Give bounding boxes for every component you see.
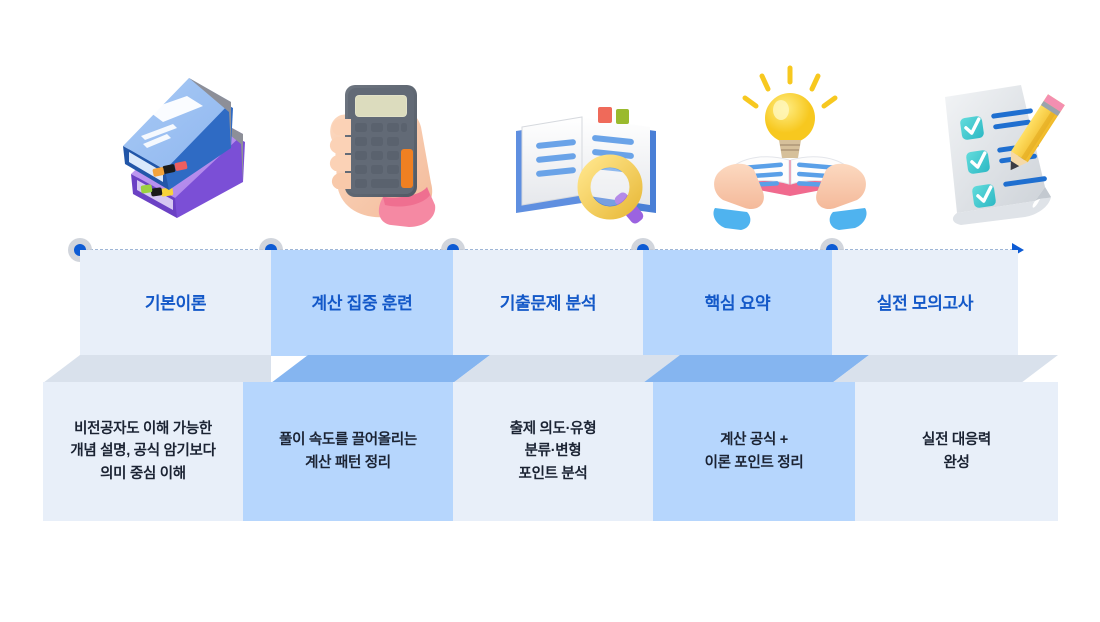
step-title-band: 기본이론 계산 집중 훈련 기출문제 분석 핵심 요약 실전 모의고사 bbox=[0, 250, 1100, 356]
step-icon-5 bbox=[892, 40, 1096, 230]
step-title-2: 계산 집중 훈련 bbox=[311, 293, 413, 313]
step-description-band: 비전공자도 이해 가능한 개념 설명, 공식 암기보다 의미 중심 이해 풀이 … bbox=[0, 382, 1100, 521]
step-icon-1 bbox=[76, 40, 280, 230]
step-title-5: 실전 모의고사 bbox=[876, 293, 974, 313]
step-top-face-4 bbox=[643, 355, 869, 383]
step-description-4: 계산 공식 + 이론 포인트 정리 bbox=[704, 431, 804, 471]
icon-row bbox=[0, 40, 1100, 230]
step-top-face-2 bbox=[271, 355, 490, 383]
step-description-5: 실전 대응력 완성 bbox=[922, 431, 991, 471]
step-desc-panel-2[interactable]: 풀이 속도를 끌어올리는 계산 패턴 정리 bbox=[243, 382, 453, 521]
step-desc-panel-4[interactable]: 계산 공식 + 이론 포인트 정리 bbox=[653, 382, 855, 521]
step-icon-2 bbox=[280, 40, 484, 230]
step-top-faces bbox=[0, 355, 1100, 383]
hand-holding-calculator-icon bbox=[329, 85, 436, 227]
step-desc-panel-1[interactable]: 비전공자도 이해 가능한 개념 설명, 공식 암기보다 의미 중심 이해 bbox=[43, 382, 243, 521]
step-description-2: 풀이 속도를 끌어올리는 계산 패턴 정리 bbox=[279, 431, 417, 471]
step-description-3: 출제 의도·유형 분류·변형 포인트 분석 bbox=[509, 420, 597, 482]
step-desc-panel-5[interactable]: 실전 대응력 완성 bbox=[855, 382, 1058, 521]
step-title-panel-3[interactable]: 기출문제 분석 bbox=[453, 250, 643, 356]
step-title-panel-2[interactable]: 계산 집중 훈련 bbox=[271, 250, 453, 356]
checklist-pencil-icon bbox=[944, 85, 1065, 225]
step-description-1: 비전공자도 이해 가능한 개념 설명, 공식 암기보다 의미 중심 이해 bbox=[70, 420, 216, 482]
step-title-3: 기출문제 분석 bbox=[499, 293, 597, 313]
step-top-face-1 bbox=[43, 355, 271, 383]
step-title-1: 기본이론 bbox=[144, 293, 207, 313]
timeline-dashed-line bbox=[80, 249, 1018, 250]
step-title-panel-4[interactable]: 핵심 요약 bbox=[643, 250, 832, 356]
hands-book-lightbulb-icon bbox=[711, 65, 869, 230]
stacked-books-icon bbox=[123, 78, 245, 218]
step-top-face-5 bbox=[832, 355, 1058, 383]
step-title-4: 핵심 요약 bbox=[704, 293, 771, 313]
step-title-panel-5[interactable]: 실전 모의고사 bbox=[832, 250, 1018, 356]
step-desc-panel-3[interactable]: 출제 의도·유형 분류·변형 포인트 분석 bbox=[453, 382, 653, 521]
step-title-panel-1[interactable]: 기본이론 bbox=[80, 250, 271, 356]
step-top-face-3 bbox=[453, 355, 680, 383]
open-book-magnifier-icon bbox=[516, 107, 656, 224]
step-icon-4 bbox=[688, 40, 892, 230]
step-icon-3 bbox=[484, 40, 688, 230]
